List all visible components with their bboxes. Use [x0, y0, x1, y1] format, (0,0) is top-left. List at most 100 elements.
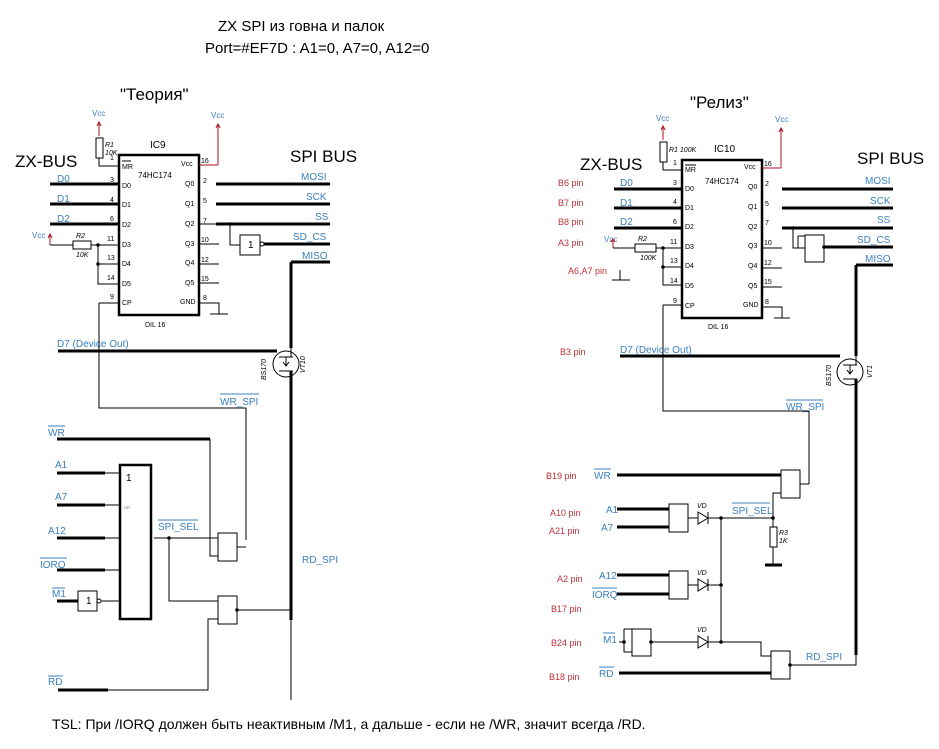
or-gate-symbol: 1: [126, 473, 132, 484]
ic9-pin-vcc: Vcc: [181, 161, 193, 168]
ic10-pin-q4: Q4: [748, 263, 757, 270]
signal-d0: D0: [57, 174, 70, 185]
signal-a1: A1: [606, 505, 619, 516]
or-gate-a12-iorq: [668, 570, 689, 600]
pin-num: 13: [107, 255, 115, 262]
ground-icon: [199, 302, 228, 315]
pin-num: 9: [110, 294, 114, 301]
pin-num: 12: [201, 257, 209, 264]
ic9-pin-q3: Q3: [185, 241, 194, 248]
r2-name: R2: [638, 236, 647, 243]
ic9-package: DIL 16: [145, 322, 165, 329]
vcc-arrow-icon: [778, 126, 784, 168]
vcc-label: Vcc: [775, 115, 788, 124]
pin-num: 8: [203, 295, 207, 302]
signal-ss: SS: [315, 212, 329, 223]
signal-iorq: IORQ: [40, 560, 66, 571]
pin-b17: B17 pin: [551, 604, 582, 614]
pin-num: 8: [765, 299, 769, 306]
theory-heading: "Теория": [120, 85, 189, 104]
release-heading: "Релиз": [690, 93, 749, 112]
vcc-label: Vcc: [656, 114, 669, 123]
pin-b3: B3 pin: [560, 347, 586, 357]
vcc-arrow-icon: [610, 238, 616, 248]
resistor-r1: [659, 141, 668, 163]
signal-d2: D2: [620, 217, 633, 228]
pin-num: 16: [201, 158, 209, 165]
release-schematic: "Релиз" ZX-BUS SPI BUS IC10 74HC174 DIL …: [546, 93, 924, 682]
ic9-pin-q4: Q4: [185, 260, 194, 267]
signal-d7: D7 (Device Out): [57, 339, 129, 350]
ic10-pin-d0: D0: [685, 186, 694, 193]
signal-d2: D2: [57, 214, 70, 225]
signal-rd: RD: [599, 669, 613, 680]
resistor-r1: [95, 137, 104, 159]
resistor-r3: [769, 526, 778, 548]
signal-rd: RD: [48, 677, 62, 688]
signal-d7: D7 (Device Out): [620, 345, 692, 356]
vcc-label: Vcc: [604, 235, 617, 244]
pin-a21: A21 pin: [549, 526, 580, 536]
r3-name: R3: [779, 530, 788, 537]
ic9-pin-d1: D1: [122, 202, 131, 209]
diode-label: VD: [697, 627, 707, 634]
signal-sd-cs: SD_CS: [293, 232, 327, 243]
or-gate-rd: [770, 650, 791, 680]
pin-a10: A10 pin: [550, 508, 581, 518]
pin-a2: A2 pin: [557, 574, 583, 584]
or-gate-rd: [217, 595, 238, 625]
or-gate-label: OR: [124, 505, 130, 510]
pin-num: 7: [203, 218, 207, 225]
signal-miso: MISO: [302, 251, 328, 262]
spi-bus-label: SPI BUS: [290, 147, 357, 166]
spi-bus-label: SPI BUS: [857, 149, 924, 168]
transistor-name: VT1: [867, 365, 874, 378]
or-gate-wr: [780, 469, 801, 499]
pin-num: 11: [107, 236, 114, 243]
pin-num: 3: [673, 180, 677, 187]
nand-gate: [804, 234, 825, 263]
signal-a7: A7: [601, 523, 614, 534]
signal-wr: WR: [594, 471, 611, 482]
pin-num: 5: [203, 198, 207, 205]
signal-ss: SS: [877, 215, 891, 226]
ic9-pin-d5: D5: [122, 281, 131, 288]
signal-d1: D1: [57, 194, 70, 205]
ic9-pin-q5: Q5: [185, 280, 194, 287]
vcc-arrow-icon: [215, 122, 221, 165]
signal-sd-cs: SD_CS: [857, 235, 891, 246]
ic9-pin-gnd: GND: [180, 299, 196, 306]
ic9-chip: [117, 153, 201, 317]
transistor-part: BS170: [826, 365, 833, 386]
ic9-pin-d2: D2: [122, 222, 131, 229]
signal-m1: M1: [603, 635, 617, 646]
ground-icon: [762, 306, 790, 319]
pin-num: 1: [673, 160, 677, 167]
r1-name: R1: [105, 142, 114, 149]
pin-num: 2: [765, 181, 769, 188]
pin-b8: B8 pin: [558, 217, 584, 227]
ic9-pin-q0: Q0: [185, 181, 194, 188]
pin-b24: B24 pin: [551, 638, 582, 648]
inverter-symbol: 1: [86, 596, 92, 607]
signal-wr-spi: WR_SPI: [786, 402, 824, 413]
signal-spi-sel: SPI_SEL: [158, 522, 199, 533]
ic10-pin-d2: D2: [685, 224, 694, 231]
vcc-label: Vcc: [92, 109, 105, 118]
transistor-name: VT10: [300, 356, 307, 373]
ic10-pin-q3: Q3: [748, 243, 757, 250]
inverter-gate: [631, 628, 652, 657]
pin-num: 14: [107, 275, 115, 282]
signal-spi-sel: SPI_SEL: [732, 506, 773, 517]
ic10-chip: [680, 158, 764, 320]
pin-num: 13: [670, 258, 678, 265]
diode-label: VD: [697, 570, 707, 577]
pin-num: 5: [765, 201, 769, 208]
ic9-pin-q2: Q2: [185, 221, 194, 228]
pin-a3: A3 pin: [558, 238, 584, 248]
signal-d0: D0: [620, 178, 633, 189]
signal-rd-spi: RD_SPI: [806, 652, 842, 663]
pin-num: 15: [764, 279, 772, 286]
pin-num: 15: [201, 276, 209, 283]
